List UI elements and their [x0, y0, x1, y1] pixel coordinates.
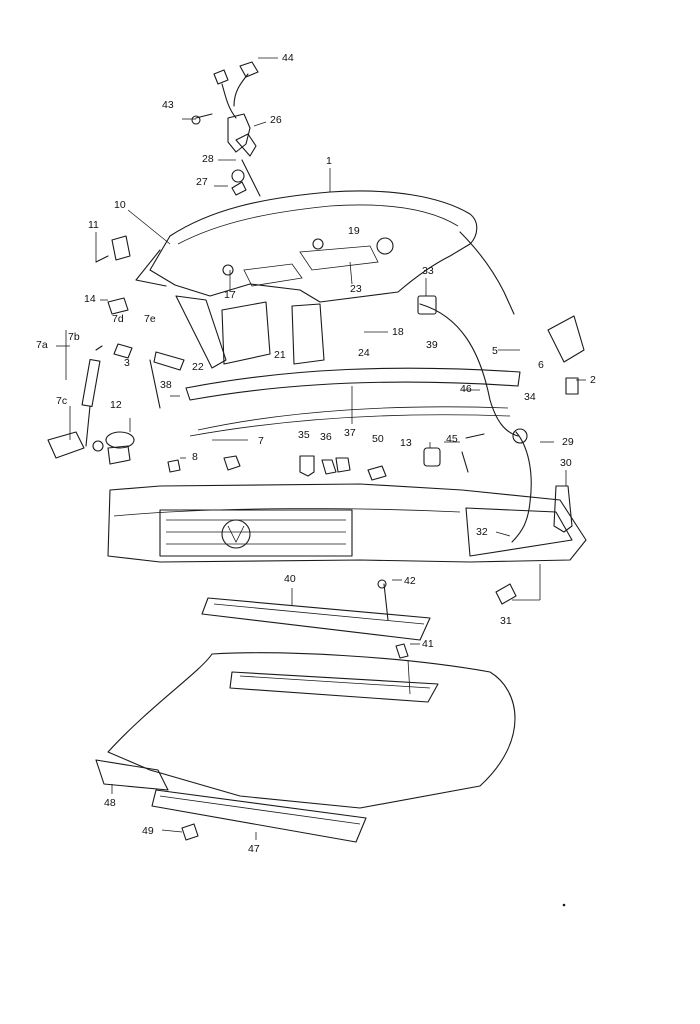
release-cable: [417, 295, 585, 543]
callout-7b: 7b: [68, 331, 80, 343]
air-duct-brackets: [95, 235, 325, 369]
callout-50: 50: [372, 433, 384, 445]
callout-7d: 7d: [112, 313, 124, 325]
callout-30: 30: [560, 457, 572, 469]
callout-26: 26: [270, 114, 282, 126]
callout-47: 47: [248, 843, 260, 855]
small-fittings: [105, 431, 485, 481]
callout-14: 14: [84, 293, 96, 305]
callout-41: 41: [422, 638, 434, 650]
callout-45: 45: [446, 433, 458, 445]
lock-carrier-panel: [135, 190, 515, 315]
callout-28: 28: [202, 153, 214, 165]
front-cross-member: [149, 351, 521, 437]
callout-5: 5: [492, 345, 498, 357]
callout-labels: 44 43 26 28 27 1 10 11 19 17 23 33 14 7d…: [36, 52, 596, 855]
gas-strut: [47, 343, 133, 459]
callout-12: 12: [110, 399, 122, 411]
callout-3: 3: [124, 357, 130, 369]
callout-34: 34: [524, 391, 536, 403]
callout-11: 11: [88, 219, 99, 231]
callout-48: 48: [104, 797, 116, 809]
callout-49: 49: [142, 825, 154, 837]
callout-17: 17: [224, 289, 236, 301]
callout-24: 24: [358, 347, 370, 359]
callout-6: 6: [538, 359, 544, 371]
hood-lock-assembly: [191, 61, 261, 197]
callout-23: 23: [350, 283, 362, 295]
callout-22: 22: [192, 361, 204, 373]
callout-19: 19: [348, 225, 360, 237]
callout-36: 36: [320, 431, 332, 443]
callout-32: 32: [476, 526, 488, 538]
callout-42: 42: [404, 575, 416, 587]
callout-44: 44: [282, 52, 294, 64]
callout-31: 31: [500, 615, 512, 627]
callout-7: 7: [258, 435, 264, 447]
callout-37: 37: [344, 427, 356, 439]
callout-43: 43: [162, 99, 174, 111]
callout-7e: 7e: [144, 313, 156, 325]
callout-35: 35: [298, 429, 310, 441]
callout-39: 39: [426, 339, 438, 351]
callout-2: 2: [590, 374, 596, 386]
grille-front-panel: [107, 483, 587, 605]
callout-46: 46: [460, 383, 472, 395]
callout-27: 27: [196, 176, 208, 188]
callout-7c: 7c: [56, 395, 67, 407]
callout-38: 38: [160, 379, 172, 391]
callout-18: 18: [392, 326, 404, 338]
front-trim-strip: [201, 579, 431, 659]
callout-21: 21: [274, 349, 286, 361]
leader-lines: [56, 57, 586, 840]
callout-8: 8: [192, 451, 198, 463]
lower-seals: [95, 759, 367, 843]
stray-dot: [562, 903, 566, 907]
callout-10: 10: [114, 199, 126, 211]
hood-outer-panel: [107, 652, 516, 809]
callout-13: 13: [400, 437, 412, 449]
callout-33: 33: [422, 265, 434, 277]
callout-1: 1: [326, 155, 332, 167]
callout-7a: 7a: [36, 339, 48, 351]
callout-40: 40: [284, 573, 296, 585]
callout-29: 29: [562, 436, 574, 448]
